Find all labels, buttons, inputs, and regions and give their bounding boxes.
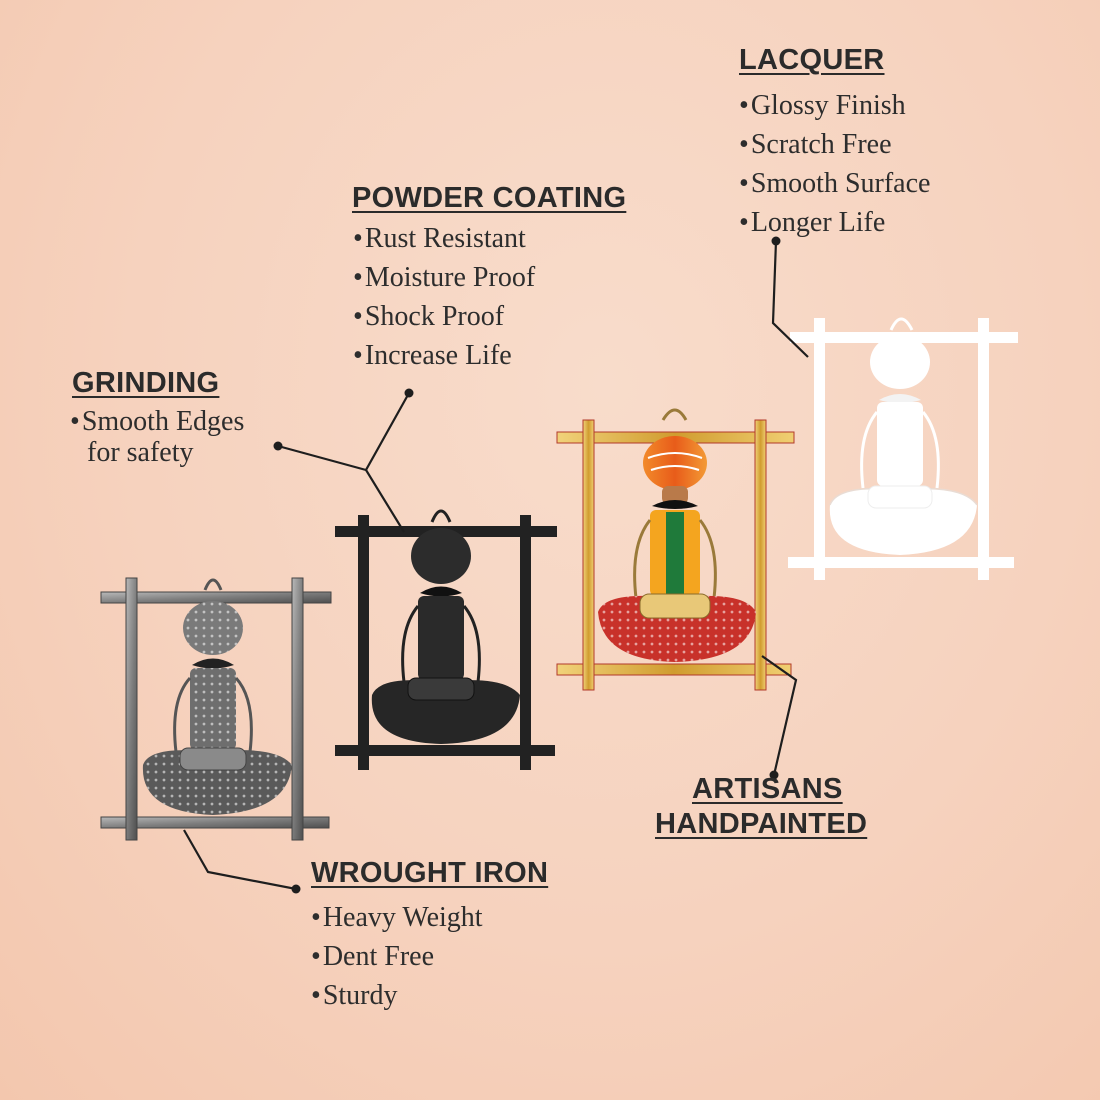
list-item: Glossy Finish (739, 86, 930, 125)
wrought-iron-features: Heavy Weight Dent Free Sturdy (311, 898, 483, 1015)
grinding-heading: GRINDING (72, 367, 220, 399)
list-item: Shock Proof (353, 297, 535, 336)
list-item: Scratch Free (739, 125, 930, 164)
list-item: Rust Resistant (353, 219, 535, 258)
artisans-heading: ARTISANS (692, 773, 843, 805)
wrought-iron-heading: WROUGHT IRON (311, 857, 549, 889)
powder-coating-heading: POWDER COATING (352, 182, 627, 214)
powder-coating-features: Rust Resistant Moisture Proof Shock Proo… (353, 219, 535, 375)
list-item: Moisture Proof (353, 258, 535, 297)
list-item: Sturdy (311, 976, 483, 1015)
lacquer-features: Glossy Finish Scratch Free Smooth Surfac… (739, 86, 931, 242)
list-item: Dent Free (311, 937, 483, 976)
list-item: Heavy Weight (311, 898, 483, 937)
handpainted-color-figure (556, 408, 795, 691)
list-item: Increase Life (353, 336, 535, 375)
silver-wrought-iron-figure (100, 577, 332, 841)
handpainted-heading: HANDPAINTED (655, 808, 868, 840)
list-item: Longer Life (739, 203, 930, 242)
grinding-line-1: Smooth Edges (81, 406, 245, 437)
black-powder-coated-figure (335, 509, 557, 770)
list-item: Smooth Surface (739, 164, 931, 203)
lacquer-heading: LACQUER (739, 44, 885, 76)
grinding-line-2: for safety (87, 437, 194, 468)
white-lacquer-figure (788, 317, 1018, 580)
leader-lines (183, 236, 809, 894)
